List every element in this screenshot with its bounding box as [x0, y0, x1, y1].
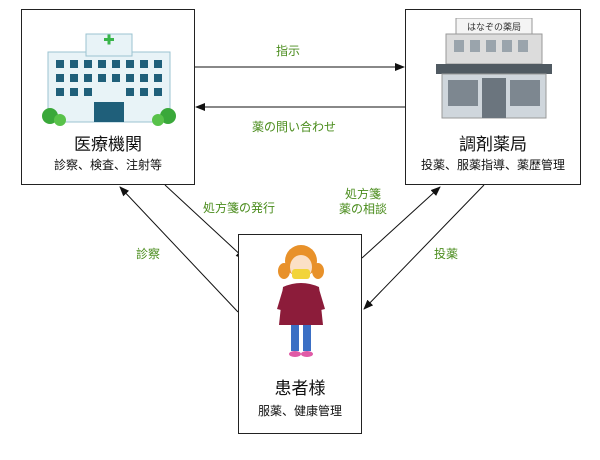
label-consult: 処方箋 薬の相談 [339, 187, 387, 217]
patient-box: 患者様 服薬、健康管理 [238, 234, 362, 434]
medical-institution-box: 医療機関 診察、検査、注射等 [21, 9, 195, 185]
arrow-consult [361, 186, 441, 259]
patient-icon [277, 245, 325, 357]
medical-title: 医療機関 [74, 135, 142, 155]
pharmacy-sign: はなぞの薬局 [467, 21, 521, 33]
label-inquiry: 薬の問い合わせ [252, 120, 337, 134]
arrow-dispensing [363, 184, 485, 310]
label-consult-line2: 薬の相談 [339, 202, 388, 216]
label-instruction: 指示 [276, 44, 301, 58]
pharmacy-icon: はなぞの薬局 [436, 18, 552, 119]
arrow-examination [119, 186, 239, 313]
pharmacy-subtitle: 投薬、服薬指導、薬歴管理 [420, 158, 565, 172]
hospital-icon [42, 33, 176, 126]
label-prescription-issue: 処方箋の発行 [203, 201, 276, 215]
pharmacy-title: 調剤薬局 [459, 135, 527, 155]
arrow-prescription-issue [164, 184, 246, 260]
patient-subtitle: 服薬、健康管理 [257, 404, 342, 418]
medical-subtitle: 診察、検査、注射等 [53, 158, 162, 172]
patient-title: 患者様 [274, 379, 326, 399]
label-consult-line1: 処方箋 [345, 187, 382, 201]
pharmacy-box: はなぞの薬局 調剤薬局 投薬、服薬指導、薬歴管理 [405, 9, 581, 185]
label-dispensing: 投薬 [434, 247, 459, 261]
label-examination: 診察 [136, 247, 161, 261]
